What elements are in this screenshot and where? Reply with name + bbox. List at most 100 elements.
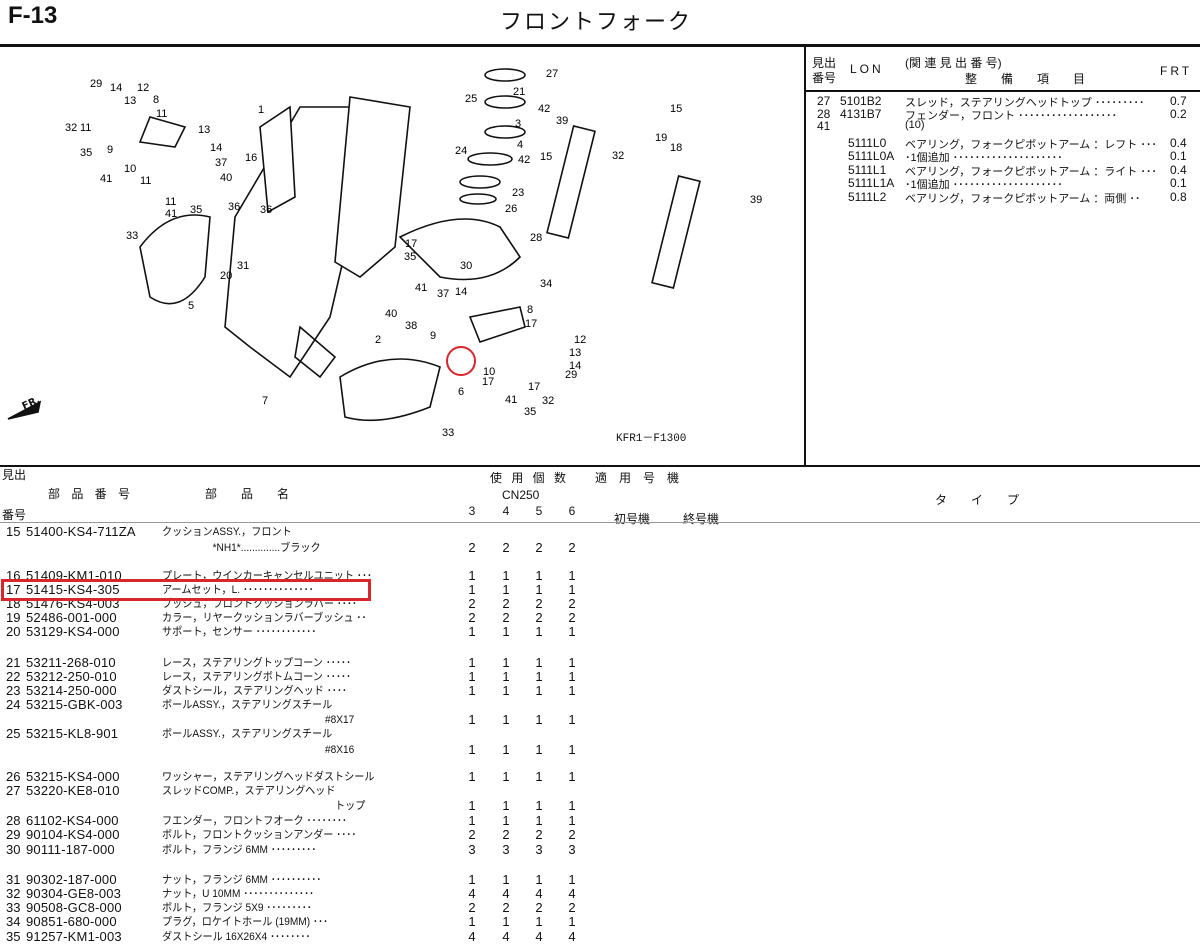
callout-29: 29 [90, 78, 102, 90]
part-name: ボルト，フランジ 5X9 ･････････ [162, 902, 312, 914]
part-index: 34 [6, 914, 21, 929]
qty-3: 4 [468, 929, 476, 944]
parts-header-divider [0, 522, 1200, 523]
callout-14: 14 [455, 286, 467, 298]
part-number: 51415-KS4-305 [26, 582, 120, 597]
part-index: 23 [6, 683, 21, 698]
frt-frt: 0.4 [1170, 136, 1187, 150]
qty-3: 2 [468, 827, 476, 842]
qty-6: 4 [568, 886, 576, 901]
part-index: 22 [6, 669, 21, 684]
part-index: 32 [6, 886, 21, 901]
qty-3: 1 [468, 872, 476, 887]
part-index: 28 [6, 813, 21, 828]
part-index: 29 [6, 827, 21, 842]
frt-item: ･1個追加 ････････････････････ [905, 179, 1063, 191]
part-number: 52486-001-000 [26, 610, 117, 625]
callout-13: 13 [198, 124, 210, 136]
frt-idx: 28 [817, 107, 831, 121]
callout-14: 14 [210, 142, 222, 154]
qty-5: 2 [535, 596, 543, 611]
callout-42: 42 [538, 103, 550, 115]
callout-29: 29 [565, 369, 577, 381]
frt-frt: 0.1 [1170, 149, 1187, 163]
qty-6: 2 [568, 596, 576, 611]
callout-15: 15 [670, 103, 682, 115]
callout-25: 25 [465, 93, 477, 105]
part-number: 90851-680-000 [26, 914, 117, 929]
callout-11: 11 [156, 108, 167, 120]
qty-4: 1 [502, 568, 510, 583]
qty-3: 1 [468, 914, 476, 929]
frt-header-related: (関 連 見 出 番 号) [905, 56, 1002, 70]
callout-41: 41 [415, 282, 427, 294]
frt-frt: 0.4 [1170, 163, 1187, 177]
callout-32: 32 [542, 395, 554, 407]
qty-5: 1 [535, 568, 543, 583]
frt-idx: 41 [817, 119, 831, 133]
qty-6: 4 [568, 929, 576, 944]
frt-item: ･1個追加 ････････････････････ [905, 152, 1063, 164]
part-name: ワッシャー，ステアリングヘッドダストシール [162, 771, 375, 783]
frt-frt: 0.8 [1170, 190, 1187, 204]
frt-lon: 5111L1 [848, 163, 887, 177]
qty-3: 1 [468, 712, 476, 727]
qty-5: 1 [535, 769, 543, 784]
callout-12: 12 [574, 334, 586, 346]
frt-item: フェンダー，フロント ･･････････････････ [905, 110, 1118, 122]
parts-header-last: 終号機 [683, 512, 720, 526]
qty-5: 1 [535, 669, 543, 684]
part-number: 91257-KM1-003 [26, 929, 122, 944]
callout-9: 9 [107, 144, 113, 156]
qty-4: 1 [502, 813, 510, 828]
qty-3: 2 [468, 596, 476, 611]
callout-42: 42 [518, 154, 530, 166]
callout-41: 41 [165, 208, 177, 220]
callout-35: 35 [190, 204, 202, 216]
part-number: 53215-KS4-000 [26, 769, 120, 784]
callout-10: 10 [124, 163, 136, 175]
part-name: サポート，センサー ････････････ [162, 626, 317, 638]
qty-6: 1 [568, 914, 576, 929]
part-name: アームセット，L. ･･････････････ [162, 584, 314, 596]
qty-6: 1 [568, 624, 576, 639]
part-index: 33 [6, 900, 21, 915]
part-index: 31 [6, 872, 21, 887]
qty-4: 4 [502, 886, 510, 901]
frt-header-index-2: 番号 [812, 71, 837, 85]
callout-18: 18 [670, 142, 682, 154]
callout-33: 33 [442, 427, 454, 439]
callout-34: 34 [540, 278, 552, 290]
callout-35: 35 [524, 406, 536, 418]
qty-5: 4 [535, 886, 543, 901]
part-index: 19 [6, 610, 21, 625]
qty-3: 1 [468, 669, 476, 684]
front-arrow-icon [7, 400, 42, 420]
qty-3: 2 [468, 540, 476, 555]
frt-item: (10) [905, 119, 925, 131]
qty-5: 1 [535, 813, 543, 828]
part-index: 35 [6, 929, 21, 944]
section-divider [0, 465, 1200, 467]
part-number: 53212-250-010 [26, 669, 117, 684]
part-index: 24 [6, 697, 21, 712]
part-number: 53129-KS4-000 [26, 624, 120, 639]
parts-header-part-no: 部 品 番 号 [48, 487, 135, 501]
frt-header-frt: FRT [1160, 64, 1193, 78]
page-code: F-13 [8, 2, 58, 29]
callout-41: 41 [505, 394, 517, 406]
qty-col-5: 5 [535, 504, 543, 518]
qty-6: 1 [568, 683, 576, 698]
frt-frt: 0.7 [1170, 94, 1187, 108]
callout-37: 37 [437, 288, 449, 300]
part-name: ボルト，フランジ 6MM ･････････ [162, 844, 317, 856]
